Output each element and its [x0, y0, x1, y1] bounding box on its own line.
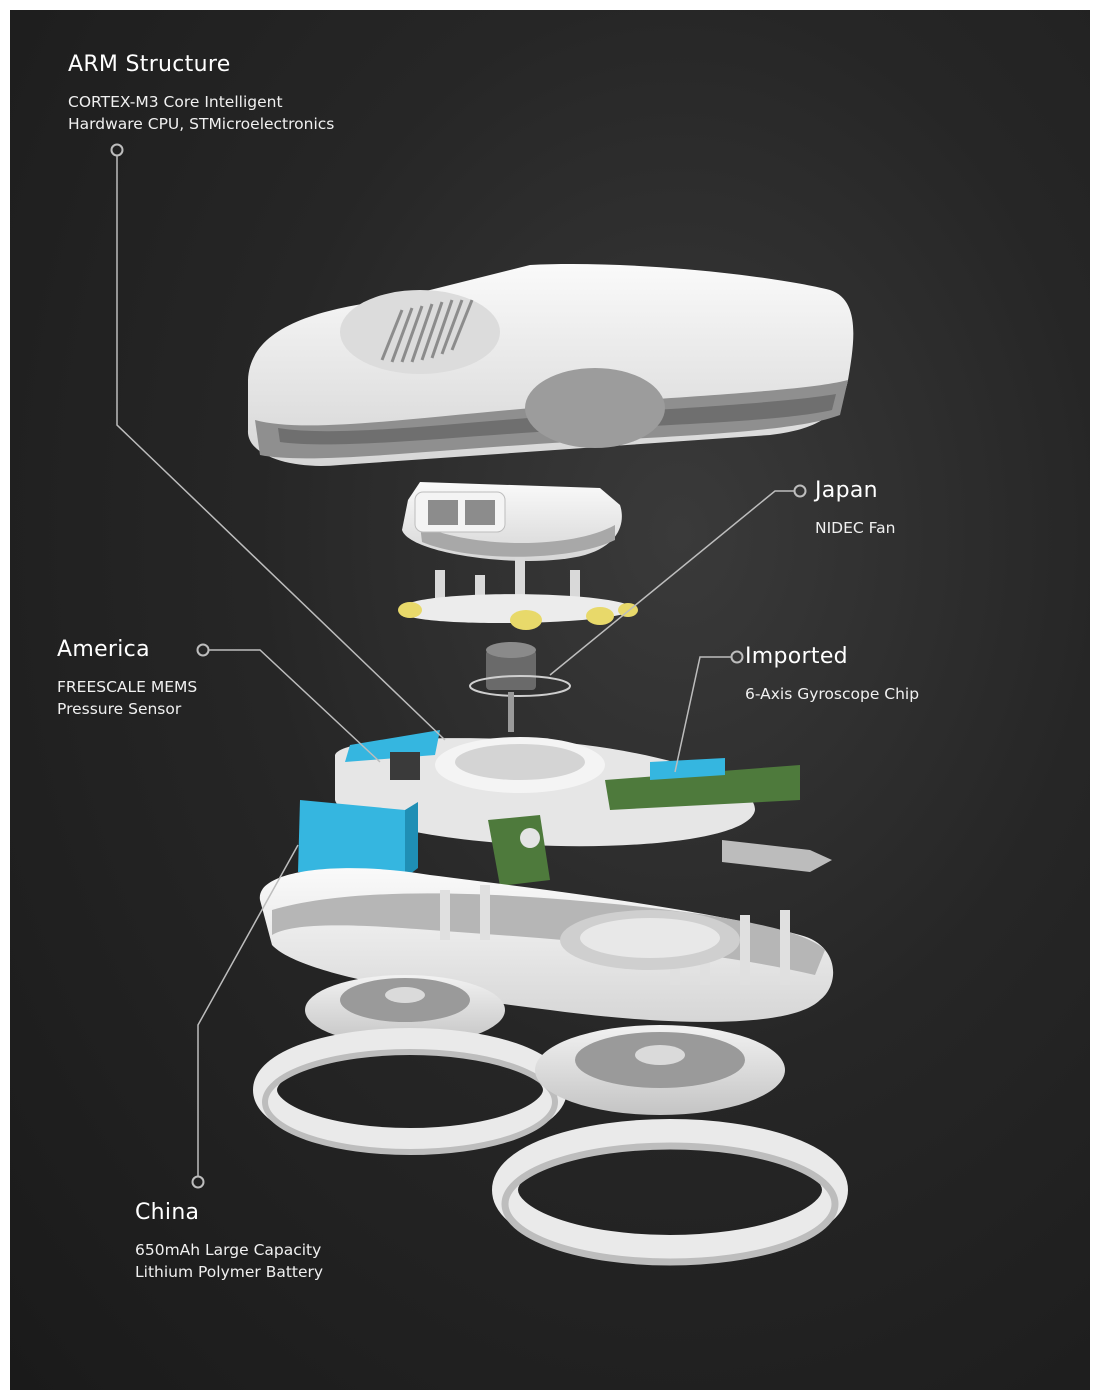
callout-description: NIDEC Fan — [815, 517, 895, 539]
callout-description: FREESCALE MEMS Pressure Sensor — [57, 676, 197, 720]
callout-line: CORTEX-M3 Core Intelligent — [68, 93, 283, 111]
callout-line: Hardware CPU, STMicroelectronics — [68, 115, 335, 133]
japan-leader-line — [549, 490, 794, 676]
main-board-assembly — [298, 730, 832, 886]
callout-line: Lithium Polymer Battery — [135, 1263, 324, 1281]
callout-title: Imported — [745, 644, 848, 669]
callout-description: 650mAh Large Capacity Lithium Polymer Ba… — [135, 1239, 323, 1283]
fan-motor — [469, 642, 571, 732]
callout-title: Japan — [815, 478, 878, 503]
left-outer-ring — [253, 1028, 567, 1155]
arm-leader-line — [116, 156, 446, 741]
america-leader-dot — [196, 643, 210, 657]
exploded-view-panel: ARM Structure CORTEX-M3 Core Intelligent… — [10, 10, 1090, 1390]
callout-imported: Imported 6-Axis Gyroscope Chip — [745, 644, 919, 705]
fan-mount-plate — [398, 558, 638, 630]
exploded-device-illustration — [110, 143, 854, 1266]
fan-housing — [402, 482, 622, 561]
callout-line: 650mAh Large Capacity — [135, 1241, 322, 1259]
callout-arm-structure: ARM Structure CORTEX-M3 Core Intelligent… — [68, 52, 334, 135]
callout-line: NIDEC Fan — [815, 519, 896, 537]
callout-description: CORTEX-M3 Core Intelligent Hardware CPU,… — [68, 91, 334, 135]
america-leader-line — [208, 649, 381, 763]
callout-line: Pressure Sensor — [57, 700, 182, 718]
callout-title: ARM Structure — [68, 52, 231, 77]
japan-leader-dot — [793, 484, 807, 498]
callout-line: FREESCALE MEMS — [57, 678, 198, 696]
right-rotor — [535, 1025, 785, 1115]
callout-japan: Japan NIDEC Fan — [815, 478, 895, 539]
china-leader-line — [197, 844, 299, 1177]
callout-china: China 650mAh Large Capacity Lithium Poly… — [135, 1200, 323, 1283]
imported-leader-dot — [730, 650, 744, 664]
callout-title: China — [135, 1200, 200, 1225]
callout-title: America — [57, 637, 150, 662]
right-outer-ring — [492, 1119, 848, 1266]
callout-line: 6-Axis Gyroscope Chip — [745, 685, 920, 703]
china-leader-dot — [191, 1175, 205, 1189]
top-shell — [247, 264, 854, 466]
left-rotor — [305, 975, 505, 1045]
arm-leader-dot — [110, 143, 124, 157]
imported-leader-line — [674, 656, 732, 773]
callout-america: America FREESCALE MEMS Pressure Sensor — [57, 637, 197, 720]
callout-description: 6-Axis Gyroscope Chip — [745, 683, 919, 705]
